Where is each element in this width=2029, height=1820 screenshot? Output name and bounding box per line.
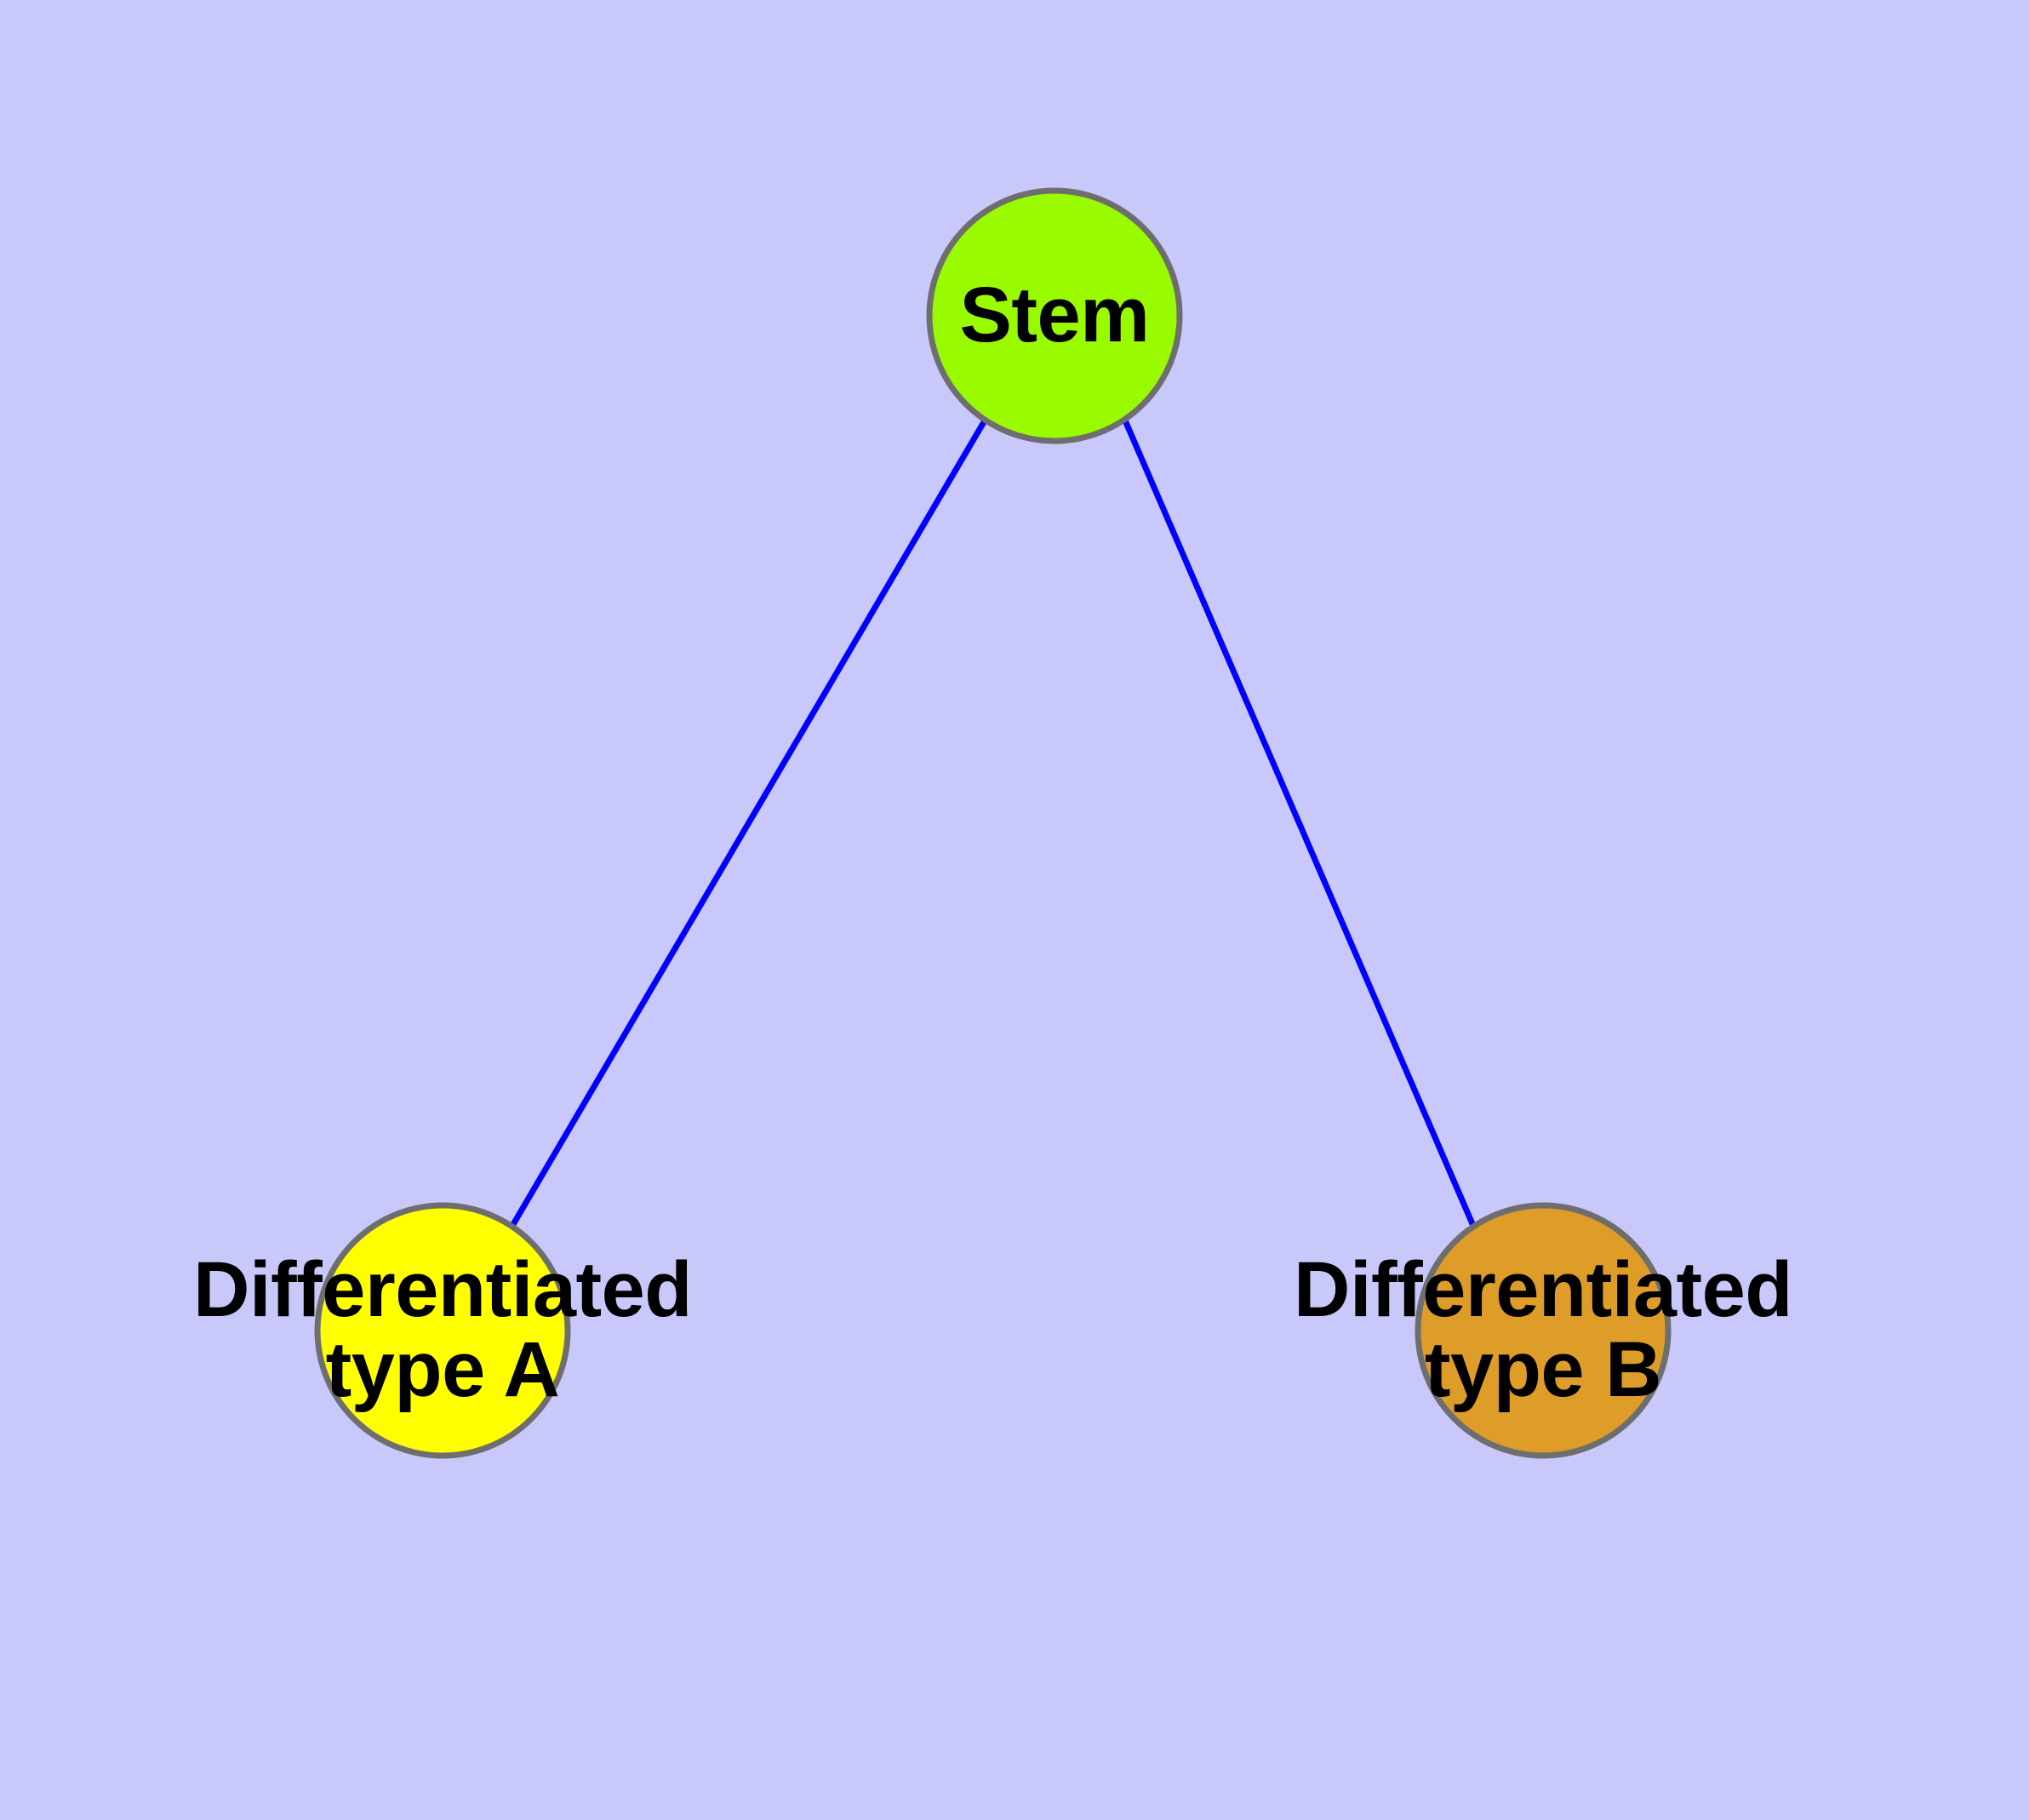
node-circle-diff-a[interactable] [314,1202,571,1459]
node-circle-stem[interactable] [926,187,1183,444]
node-circle-diff-b[interactable] [1415,1202,1672,1459]
edge-stem-to-diff-b[interactable] [1122,419,1477,1228]
nodes-layer [314,187,1672,1459]
edge-stem-to-diff-a[interactable] [509,419,988,1228]
edges-layer [509,419,1477,1228]
